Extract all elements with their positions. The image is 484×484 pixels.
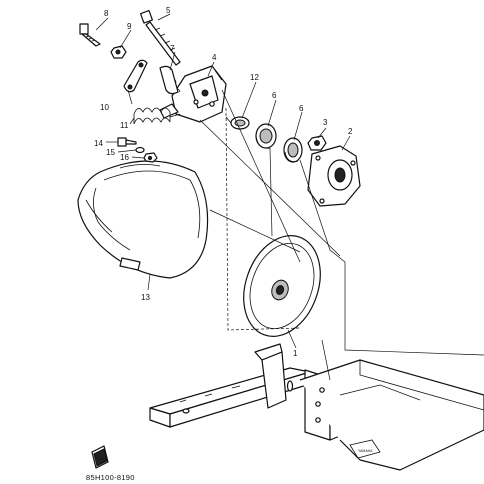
secondary-sheave (243, 235, 321, 337)
part-3-nut (307, 135, 327, 151)
part-15-washer (135, 146, 145, 154)
callout-5: 5 (166, 6, 171, 15)
fwd-arrow-stamp: FWD (91, 445, 109, 469)
part-16-nut (143, 152, 158, 163)
part-10-link-arm (123, 59, 148, 93)
callout-4: 4 (212, 53, 217, 62)
callout-15: 15 (106, 148, 115, 157)
callout-10: 10 (100, 103, 109, 112)
bushing-right (283, 137, 303, 163)
tensioner-bracket (159, 65, 227, 123)
belt-guard-cover (77, 160, 209, 279)
callout-1: 1 (293, 349, 298, 358)
bushing-left (255, 123, 277, 149)
callout-13: 13 (141, 293, 150, 302)
document-number: 85H100-8190 (86, 473, 135, 482)
callout-3: 3 (323, 118, 328, 127)
callout-11: 11 (120, 121, 129, 130)
callout-16: 16 (120, 153, 129, 162)
callout-labels: 1 2 3 4 5 6 6 7 8 9 10 11 12 13 14 15 16 (94, 6, 353, 358)
part-14-bolt (117, 137, 137, 147)
callout-9: 9 (127, 22, 132, 31)
sheave-housing (307, 145, 361, 207)
part-7-spring (159, 65, 181, 95)
assembly-reference-lines (199, 89, 484, 381)
callout-leaders (95, 13, 351, 349)
callout-6-right: 6 (299, 104, 304, 113)
part-5-bolt (139, 9, 181, 66)
callout-12: 12 (250, 73, 259, 82)
part-12-pin (225, 116, 250, 130)
fwd-stamp-text: FWD (97, 457, 105, 461)
callout-2: 2 (348, 127, 353, 136)
svg-text:YAMAHA: YAMAHA (358, 449, 373, 453)
part-8-bolt (79, 23, 101, 47)
chassis-frame: YAMAHA (149, 343, 484, 471)
part-9-nut (110, 45, 127, 59)
part-11-spring (133, 107, 181, 125)
callout-8: 8 (104, 9, 109, 18)
callout-14: 14 (94, 139, 103, 148)
callout-6-left: 6 (272, 91, 277, 100)
callout-7: 7 (170, 44, 175, 53)
